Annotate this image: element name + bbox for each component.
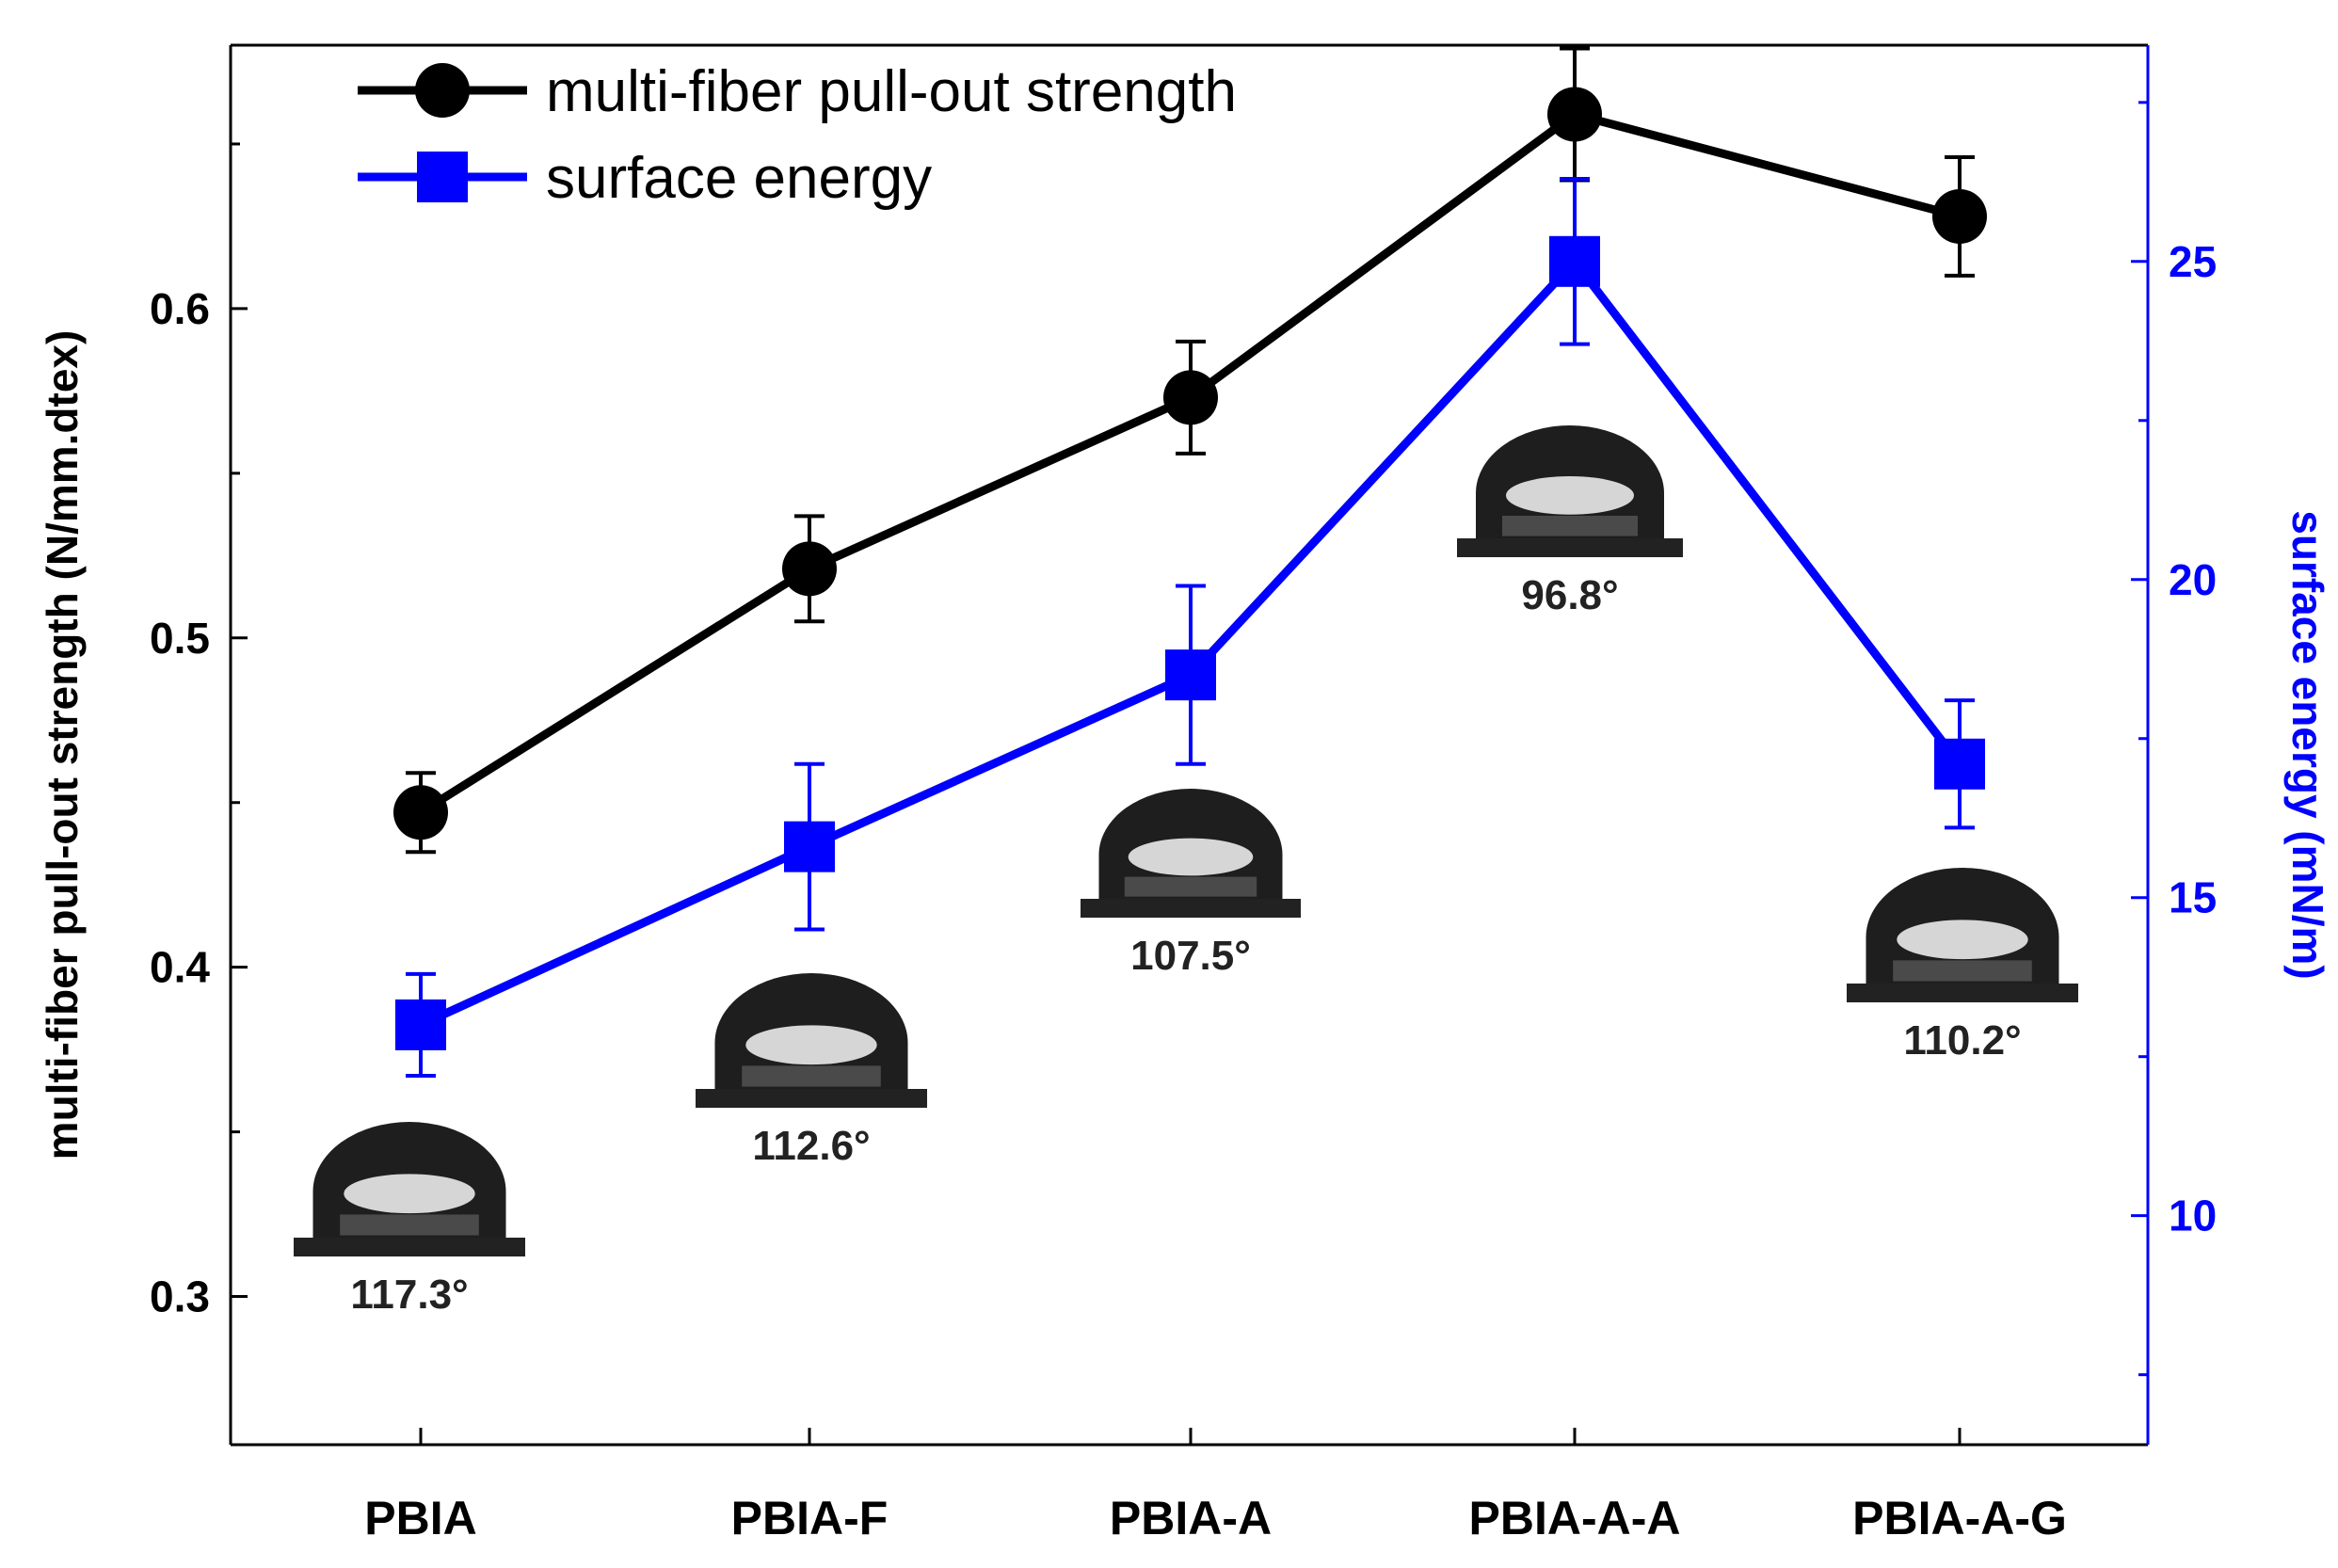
droplet-reflection <box>1124 876 1257 897</box>
contact-angle-droplet-image <box>1847 868 2078 1002</box>
right-tick-label: 25 <box>2169 237 2217 286</box>
left-tick-label: 0.6 <box>150 284 210 333</box>
contact-angle-label: 112.6° <box>752 1123 870 1169</box>
substrate <box>696 1089 927 1108</box>
x-category-label: PBIA-F <box>731 1492 889 1544</box>
data-point <box>393 785 448 840</box>
droplet-reflection <box>1502 516 1638 536</box>
contact-angle-droplet-image <box>1457 425 1683 557</box>
data-point <box>784 821 835 872</box>
right-tick-label: 10 <box>2169 1192 2217 1240</box>
data-point <box>1549 235 1600 287</box>
contact-angle-label: 110.2° <box>1903 1017 2021 1064</box>
data-point <box>1547 87 1602 142</box>
data-point <box>1165 649 1216 701</box>
x-category-label: PBIA <box>364 1492 476 1544</box>
droplet-highlight <box>1128 838 1254 876</box>
contact-angle-label: 117.3° <box>350 1272 468 1318</box>
contact-angle-label: 96.8° <box>1521 572 1618 618</box>
y2-axis-title: surface energy (mN/m) <box>2283 510 2332 980</box>
legend-marker <box>417 152 468 202</box>
left-tick-label: 0.3 <box>150 1272 210 1321</box>
contact-angle-droplet-image <box>1081 789 1301 918</box>
contact-angle-droplet-image <box>696 973 927 1108</box>
x-category-label: PBIA-A-G <box>1852 1492 2067 1544</box>
droplet-highlight <box>1897 920 2028 960</box>
substrate <box>1081 899 1301 918</box>
right-tick-label: 20 <box>2169 555 2217 604</box>
right-tick-label: 15 <box>2169 873 2217 922</box>
x-category-label: PBIA-A <box>1110 1492 1272 1544</box>
droplet-reflection <box>742 1065 881 1087</box>
droplet-highlight <box>344 1174 475 1214</box>
data-point <box>1163 370 1218 425</box>
legend-label: surface energy <box>546 146 932 211</box>
substrate <box>1847 984 2078 1002</box>
x-category-label: PBIA-A-A <box>1469 1492 1681 1544</box>
y-axis-title: multi-fiber pull-out strength (N/mm.dtex… <box>38 330 87 1160</box>
left-tick-label: 0.5 <box>150 614 210 663</box>
data-point <box>1932 188 1987 244</box>
data-point <box>782 541 837 597</box>
contact-angle-droplet-image <box>294 1122 525 1256</box>
droplet-reflection <box>340 1214 479 1236</box>
droplet-highlight <box>1506 476 1634 515</box>
data-point <box>395 999 446 1050</box>
legend-label: multi-fiber pull-out strength <box>546 59 1237 124</box>
contact-angle-label: 107.5° <box>1130 933 1251 979</box>
legend-marker <box>415 63 470 118</box>
substrate <box>294 1238 525 1256</box>
substrate <box>1457 538 1683 557</box>
data-point <box>1934 738 1985 790</box>
droplet-highlight <box>745 1025 877 1065</box>
droplet-reflection <box>1893 960 2032 982</box>
left-tick-label: 0.4 <box>150 943 210 992</box>
